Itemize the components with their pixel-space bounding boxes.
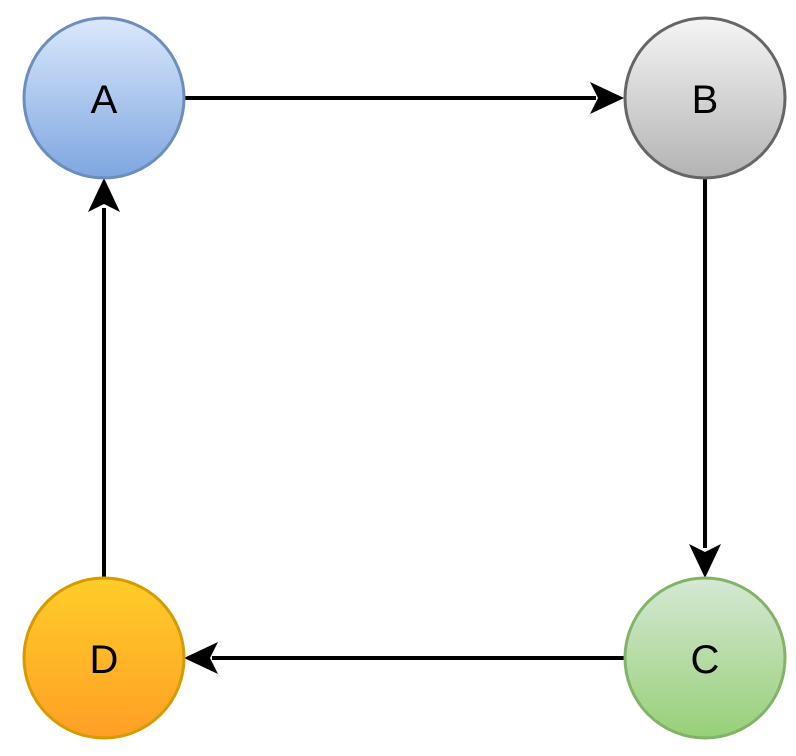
- edge-a-to-b-arrowhead: [590, 82, 624, 114]
- node-b[interactable]: B: [623, 16, 787, 180]
- edge-d-to-a: [88, 178, 120, 578]
- node-c-label: C: [691, 638, 720, 682]
- node-a[interactable]: A: [22, 16, 186, 180]
- node-b-circle: [623, 16, 787, 180]
- edge-b-to-c-arrowhead: [689, 544, 721, 578]
- edge-c-to-d: [184, 642, 624, 674]
- edge-b-to-c: [689, 178, 721, 578]
- edge-c-to-d-arrowhead: [184, 642, 218, 674]
- edges: [88, 82, 721, 674]
- node-d-label: D: [90, 638, 119, 682]
- node-c[interactable]: C: [623, 576, 787, 740]
- edge-a-to-b: [184, 82, 624, 114]
- node-d[interactable]: D: [22, 576, 186, 740]
- node-a-circle: [22, 16, 186, 180]
- node-c-circle: [623, 576, 787, 740]
- node-d-circle: [22, 576, 186, 740]
- node-b-label: B: [692, 78, 719, 122]
- node-a-label: A: [91, 78, 118, 122]
- edge-d-to-a-arrowhead: [88, 178, 120, 212]
